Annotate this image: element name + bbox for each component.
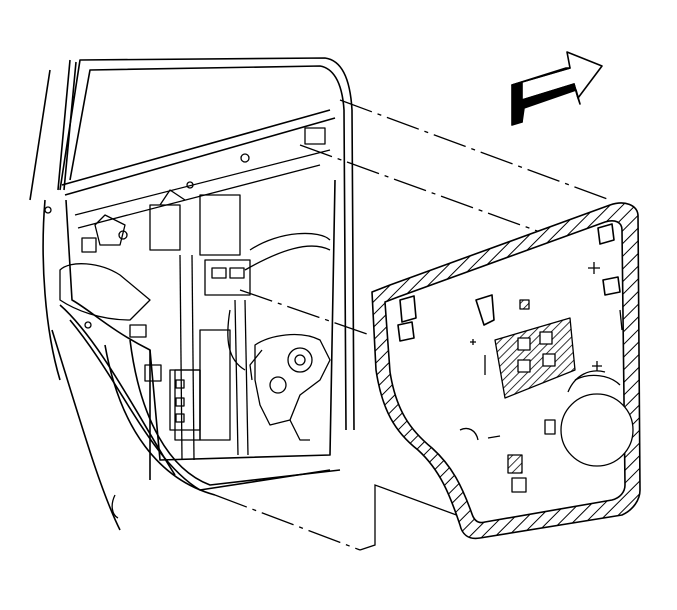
door-frame — [29, 57, 355, 531]
leader-line-step — [359, 484, 471, 551]
trim-panel-details — [459, 262, 634, 493]
leader-lines — [214, 99, 611, 551]
door-mechanism — [44, 127, 331, 519]
forward-arrow-icon — [511, 51, 603, 126]
